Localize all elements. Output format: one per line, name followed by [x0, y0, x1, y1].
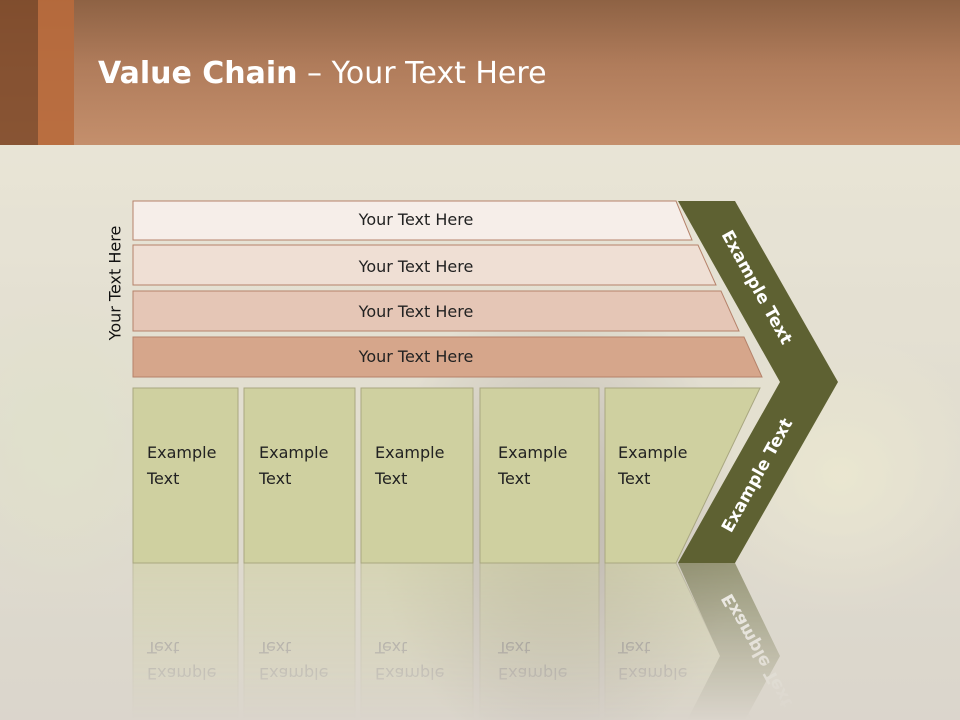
reflection-column-2-line1: Example [259, 664, 328, 683]
column-5: Example Text [604, 387, 761, 564]
columns-group: Example Text Example Text Example Text E… [132, 387, 761, 564]
bar-4-shape [132, 336, 763, 378]
bar-3-label: Your Text Here [358, 302, 474, 321]
reflection-column-1 [132, 562, 239, 720]
chevron-group: Example Text Example Text [678, 201, 838, 563]
slide-title: Value Chain – Your Text Here [98, 56, 547, 91]
bars-group: Your Text Here Your Text Here Your Text … [132, 200, 763, 378]
column-3-line2: Text [374, 469, 407, 488]
header-accent-bar-light [38, 0, 74, 145]
bar-4-label: Your Text Here [358, 347, 474, 366]
column-4-line2: Text [497, 469, 530, 488]
slide-title-rest: – Your Text Here [297, 56, 547, 91]
bar-4: Your Text Here [132, 336, 763, 378]
reflection-column-5-line1: Example [618, 664, 687, 683]
column-4-box [479, 387, 600, 564]
bar-3: Your Text Here [132, 290, 740, 332]
column-5-line2: Text [617, 469, 650, 488]
reflection-column-4-line2: Text [497, 638, 530, 657]
reflection-column-3 [360, 562, 474, 720]
reflection-column-2-line2: Text [258, 638, 291, 657]
reflection-column-5-line2: Text [617, 638, 650, 657]
slide-title-bold: Value Chain [98, 56, 298, 91]
bar-1: Your Text Here [132, 200, 693, 241]
column-2-line1: Example [259, 443, 328, 462]
column-2-line2: Text [258, 469, 291, 488]
column-3-line1: Example [375, 443, 444, 462]
column-5-line1: Example [618, 443, 687, 462]
header-accent-bar-dark [0, 0, 38, 145]
column-1-line1: Example [147, 443, 216, 462]
reflection-chevron [678, 563, 780, 720]
reflection-column-1-line1: Example [147, 664, 216, 683]
column-1-box [132, 387, 239, 564]
column-1: Example Text [132, 387, 239, 564]
column-4-line1: Example [498, 443, 567, 462]
reflection-column-4-line1: Example [498, 664, 567, 683]
column-1-line2: Text [146, 469, 179, 488]
reflection-column-4 [479, 562, 600, 720]
bar-3-shape [132, 290, 740, 332]
chevron-shape [678, 201, 838, 563]
slide-header: Value Chain – Your Text Here [0, 0, 960, 145]
reflection-column-3-line1: Example [375, 664, 444, 683]
reflection-column-3-line2: Text [374, 638, 407, 657]
reflection-column-2 [243, 562, 356, 720]
bar-1-shape [132, 200, 693, 241]
bar-2: Your Text Here [132, 244, 717, 286]
bar-1-label: Your Text Here [358, 210, 474, 229]
diagram-reflection: Example Text Example Text Example Text E… [132, 562, 797, 720]
reflection-column-1-line2: Text [146, 638, 179, 657]
column-2-box [243, 387, 356, 564]
column-3-box [360, 387, 474, 564]
bar-2-shape [132, 244, 717, 286]
bar-2-label: Your Text Here [358, 257, 474, 276]
column-2: Example Text [243, 387, 356, 564]
column-4: Example Text [479, 387, 600, 564]
column-3: Example Text [360, 387, 474, 564]
